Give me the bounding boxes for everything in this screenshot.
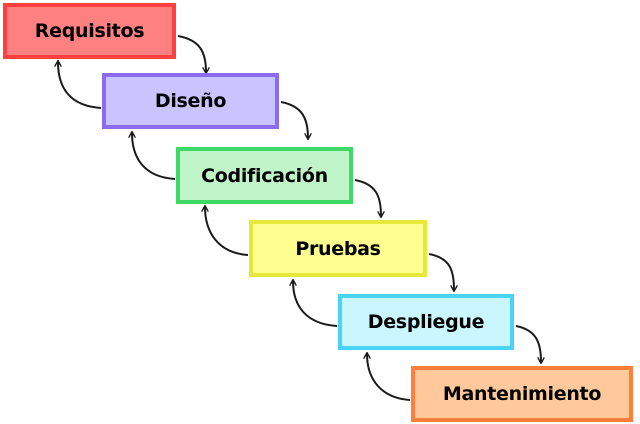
stage-pruebas: Pruebas xyxy=(249,220,427,277)
back-arrow-5-4 xyxy=(293,281,338,327)
stage-diseno: Diseño xyxy=(102,73,279,129)
back-arrow-4-3 xyxy=(205,207,249,256)
forward-arrow-2-3 xyxy=(280,101,308,138)
forward-arrow-1-2 xyxy=(177,35,206,72)
forward-arrow-3-4 xyxy=(354,179,381,216)
stage-requisitos: Requisitos xyxy=(3,3,176,59)
stage-codificacion: Codificación xyxy=(176,147,353,204)
back-arrow-6-5 xyxy=(367,354,411,401)
back-arrow-3-2 xyxy=(132,133,176,180)
back-arrow-2-1 xyxy=(58,62,102,109)
stage-despliegue: Despliegue xyxy=(338,294,514,350)
forward-arrow-4-5 xyxy=(428,253,454,290)
stage-mantenimiento: Mantenimiento xyxy=(411,366,633,422)
forward-arrow-5-6 xyxy=(515,325,541,362)
